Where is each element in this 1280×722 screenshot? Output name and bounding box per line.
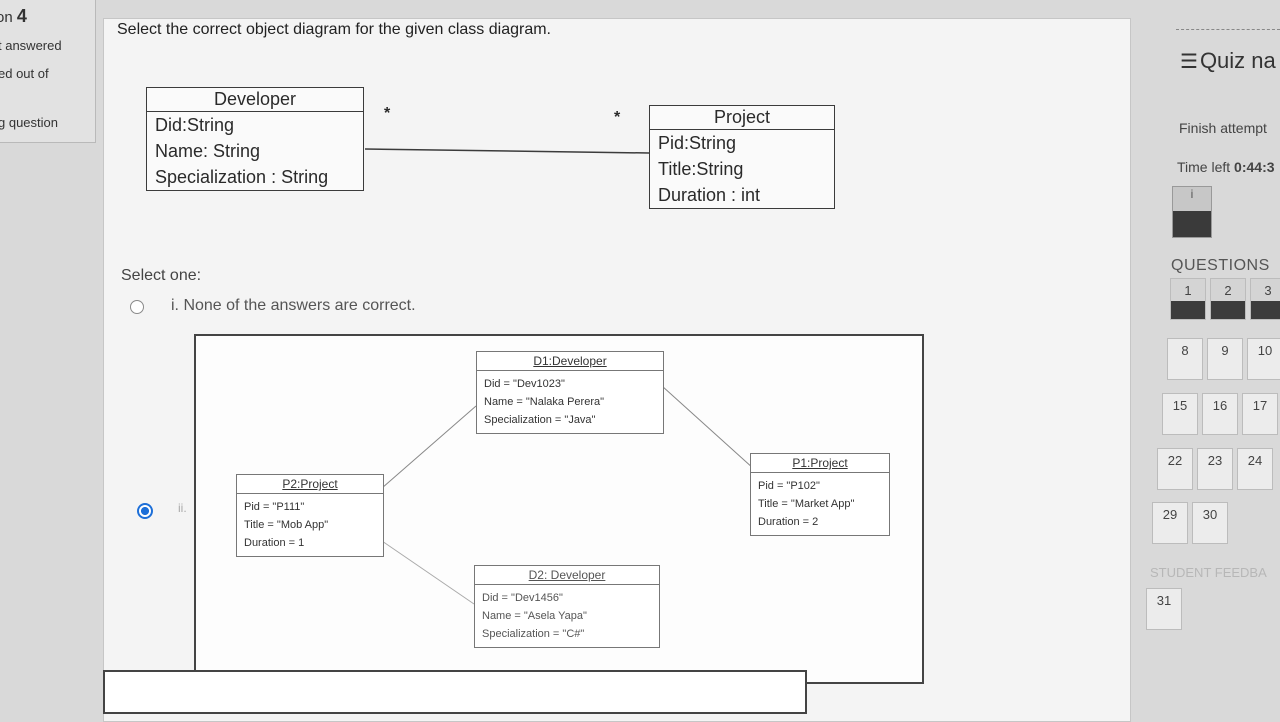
object-p1-project: P1:Project Pid = "P102" Title = "Market … <box>750 453 890 536</box>
object-d1-did: Did = "Dev1023" <box>484 378 565 390</box>
question-nav-10[interactable]: 10 <box>1247 338 1280 380</box>
object-links <box>381 385 755 605</box>
questions-heading: QUESTIONS <box>1171 257 1270 274</box>
object-p2-title: P2:Project <box>237 475 383 494</box>
menu-icon[interactable]: ☰ <box>1180 51 1198 73</box>
flag-question-link[interactable]: g question <box>0 115 58 130</box>
object-d1-title: D1:Developer <box>477 352 663 371</box>
question-nav-17[interactable]: 17 <box>1242 393 1278 435</box>
object-p2-project: P2:Project Pid = "P111" Title = "Mob App… <box>236 474 384 557</box>
object-p1-pid: Pid = "P102" <box>758 480 820 492</box>
object-diagram-image: D1:Developer Did = "Dev1023" Name = "Nal… <box>194 334 924 684</box>
quiz-navigation-title: ☰Quiz na <box>1180 48 1276 73</box>
question-nav-23[interactable]: 23 <box>1197 448 1233 490</box>
project-attr-duration: Duration : int <box>658 185 761 205</box>
project-class: Project Pid:String Title:String Duration… <box>649 105 835 209</box>
select-one-label: Select one: <box>121 267 202 284</box>
object-p1-title-attr: Title = "Market App" <box>758 498 855 510</box>
object-d2-did: Did = "Dev1456" <box>482 592 563 604</box>
multiplicity-left: * <box>384 105 391 122</box>
project-class-name: Project <box>650 106 834 130</box>
question-nav-30[interactable]: 30 <box>1192 502 1228 544</box>
object-d2-name: Name = "Asela Yapa" <box>482 610 587 622</box>
question-number: on 4 <box>0 6 27 26</box>
question-info-panel: on 4 t answered ed out of g question <box>0 0 96 143</box>
option-i-label[interactable]: i. None of the answers are correct. <box>171 297 416 314</box>
object-p1-duration: Duration = 2 <box>758 516 819 528</box>
panel-divider <box>1176 29 1280 30</box>
question-nav-22[interactable]: 22 <box>1157 448 1193 490</box>
finish-attempt-link[interactable]: Finish attempt <box>1179 120 1267 136</box>
association-line <box>364 148 650 154</box>
answer-status: t answered <box>0 38 62 53</box>
quiz-navigation-panel: ☰Quiz na Finish attempt Time left 0:44:3… <box>1140 0 1280 720</box>
question-nav-16[interactable]: 16 <box>1202 393 1238 435</box>
option-i-radio[interactable] <box>130 300 144 314</box>
question-nav-2[interactable]: 2 <box>1210 278 1246 320</box>
project-attr-title: Title:String <box>658 159 744 179</box>
question-nav-8[interactable]: 8 <box>1167 338 1203 380</box>
question-nav-9[interactable]: 9 <box>1207 338 1243 380</box>
developer-attr-specialization: Specialization : String <box>155 167 329 187</box>
object-d1-name: Name = "Nalaka Perera" <box>484 396 605 408</box>
time-left: Time left 0:44:3 <box>1177 159 1275 175</box>
question-nav-1[interactable]: 1 <box>1170 278 1206 320</box>
object-d2-specialization: Specialization = "C#" <box>482 628 585 640</box>
object-d1-developer: D1:Developer Did = "Dev1023" Name = "Nal… <box>476 351 664 434</box>
object-p2-title-attr: Title = "Mob App" <box>244 519 329 531</box>
question-nav-29[interactable]: 29 <box>1152 502 1188 544</box>
info-navigation-button[interactable]: i <box>1172 186 1212 238</box>
feedback-nav-31[interactable]: 31 <box>1146 588 1182 630</box>
marked-out-of: ed out of <box>0 66 49 81</box>
object-p2-pid: Pid = "P111" <box>244 501 305 513</box>
time-left-value: 0:44:3 <box>1234 159 1275 175</box>
project-attr-pid: Pid:String <box>658 133 737 153</box>
question-nav-24[interactable]: 24 <box>1237 448 1273 490</box>
option-ii-radio[interactable] <box>137 503 153 519</box>
question-nav-3[interactable]: 3 <box>1250 278 1280 320</box>
option-ii-label[interactable]: ii. <box>178 501 187 515</box>
next-option-image <box>103 670 807 714</box>
object-d2-title: D2: Developer <box>475 566 659 585</box>
object-d1-specialization: Specialization = "Java" <box>484 414 596 426</box>
question-nav-15[interactable]: 15 <box>1162 393 1198 435</box>
student-feedback-heading: STUDENT FEEDBA <box>1150 565 1267 580</box>
object-p2-duration: Duration = 1 <box>244 537 305 549</box>
developer-class: Developer Did:String Name: String Specia… <box>146 87 364 191</box>
developer-class-name: Developer <box>147 88 363 112</box>
question-content: Select the correct object diagram for th… <box>103 18 1131 722</box>
object-p1-title: P1:Project <box>751 454 889 473</box>
object-d2-developer: D2: Developer Did = "Dev1456" Name = "As… <box>474 565 660 648</box>
developer-attr-did: Did:String <box>155 115 235 135</box>
multiplicity-right: * <box>614 109 621 126</box>
developer-attr-name: Name: String <box>155 141 261 161</box>
question-text: Select the correct object diagram for th… <box>117 21 551 38</box>
